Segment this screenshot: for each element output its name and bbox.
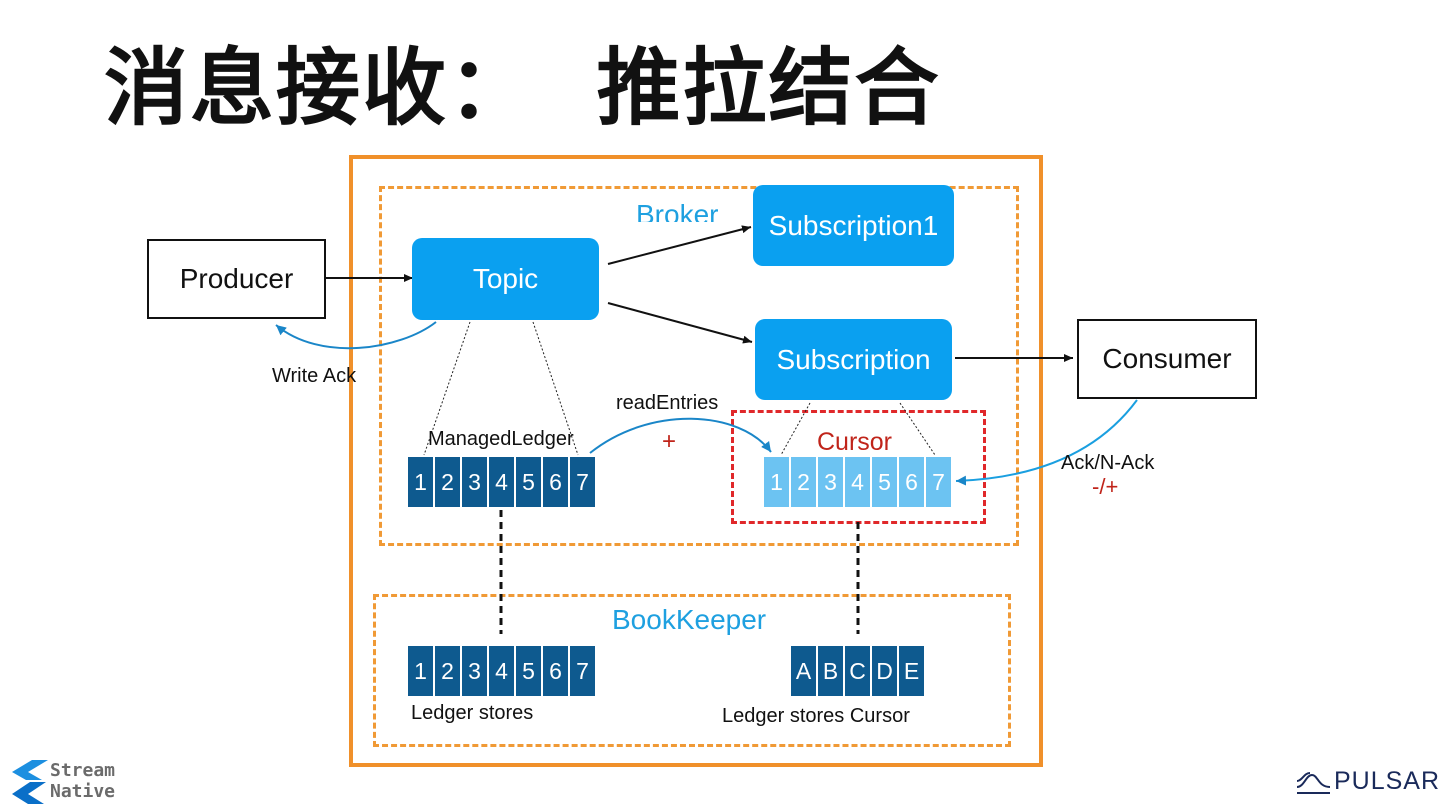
ack-nack-label: Ack/N-Ack xyxy=(1061,452,1155,474)
broker-box xyxy=(379,186,1019,546)
managed-ledger-entries: 1 2 3 4 5 6 7 xyxy=(408,457,597,507)
topic-box: Topic xyxy=(412,238,599,320)
consumer-box: Consumer xyxy=(1077,319,1257,399)
entry-cell: 7 xyxy=(570,457,595,507)
pulsar-wordmark: PULSAR xyxy=(1334,767,1440,795)
entry-cell: 5 xyxy=(516,646,541,696)
topic-to-subscription-arrow xyxy=(607,302,753,344)
entry-cell: 7 xyxy=(926,457,951,507)
entry-cell: 6 xyxy=(899,457,924,507)
write-ack-label: Write Ack xyxy=(272,365,357,387)
entry-cell: D xyxy=(872,646,897,696)
streamnative-logo-icon xyxy=(12,760,48,804)
managed-ledger-label-clip: ManagedLedger xyxy=(428,426,598,450)
entry-cell: 5 xyxy=(516,457,541,507)
entry-cell: 3 xyxy=(462,457,487,507)
topic-ledger-guide-right xyxy=(532,321,579,456)
subscription-cursor-guide-left xyxy=(780,402,811,456)
entry-cell: 1 xyxy=(408,646,433,696)
bookkeeper-label-clip: BookKeeper xyxy=(612,603,767,637)
read-entries-arrow xyxy=(589,417,772,454)
minus-plus-label: -/+ xyxy=(1092,474,1119,499)
outer-container xyxy=(349,155,1043,767)
slide-title: 消息接收： 推拉结合 xyxy=(104,39,941,137)
entry-cell: 5 xyxy=(872,457,897,507)
entry-cell: 2 xyxy=(791,457,816,507)
ack-arrow xyxy=(955,399,1138,486)
entry-cell: C xyxy=(845,646,870,696)
broker-label-clip: Broker xyxy=(636,200,718,222)
entry-cell: 1 xyxy=(408,457,433,507)
entry-cell: 2 xyxy=(435,457,460,507)
entry-cell: 3 xyxy=(462,646,487,696)
cursor-label: Cursor xyxy=(817,428,893,453)
pulsar-wave-icon xyxy=(1296,771,1331,794)
entry-cell: 4 xyxy=(489,457,514,507)
subscription1-box: Subscription1 xyxy=(753,185,954,266)
streamnative-line1: Stream xyxy=(50,760,116,781)
entry-cell: 4 xyxy=(845,457,870,507)
entry-cell: 7 xyxy=(570,646,595,696)
managed-ledger-label: ManagedLedger xyxy=(428,428,574,450)
topic-ledger-guide-left xyxy=(423,321,471,456)
bookkeeper-label: BookKeeper xyxy=(612,604,767,635)
entry-cell: 3 xyxy=(818,457,843,507)
pulsar-logo: PULSAR xyxy=(1296,767,1440,796)
entry-cell: 1 xyxy=(764,457,789,507)
subscription-box: Subscription xyxy=(755,319,952,400)
entry-cell: B xyxy=(818,646,843,696)
entry-cell: 6 xyxy=(543,646,568,696)
ledger-stores-cursor-label: Ledger stores Cursor xyxy=(722,705,910,727)
streamnative-wordmark: Stream Native xyxy=(50,760,115,802)
entry-cell: 2 xyxy=(435,646,460,696)
entry-cell: 4 xyxy=(489,646,514,696)
topic-to-subscription1-arrow xyxy=(607,225,752,265)
entry-cell: A xyxy=(791,646,816,696)
subscription-cursor-guide-right xyxy=(899,402,936,456)
cursor-entries: 1 2 3 4 5 6 7 xyxy=(764,457,953,507)
broker-label: Broker xyxy=(636,200,718,222)
ledger-entries: 1 2 3 4 5 6 7 xyxy=(408,646,597,696)
entry-cell: E xyxy=(899,646,924,696)
write-ack-arrow xyxy=(275,321,437,350)
read-entries-label: readEntries xyxy=(616,392,719,414)
cursor-label-clip: Cursor xyxy=(817,426,917,453)
streamnative-line2: Native xyxy=(50,781,116,802)
bookkeeper-box xyxy=(373,594,1011,747)
producer-box: Producer xyxy=(147,239,326,319)
cursor-ledger-entries: A B C D E xyxy=(791,646,926,696)
plus-label: + xyxy=(662,428,677,455)
ledger-stores-label: Ledger stores xyxy=(411,702,534,724)
entry-cell: 6 xyxy=(543,457,568,507)
